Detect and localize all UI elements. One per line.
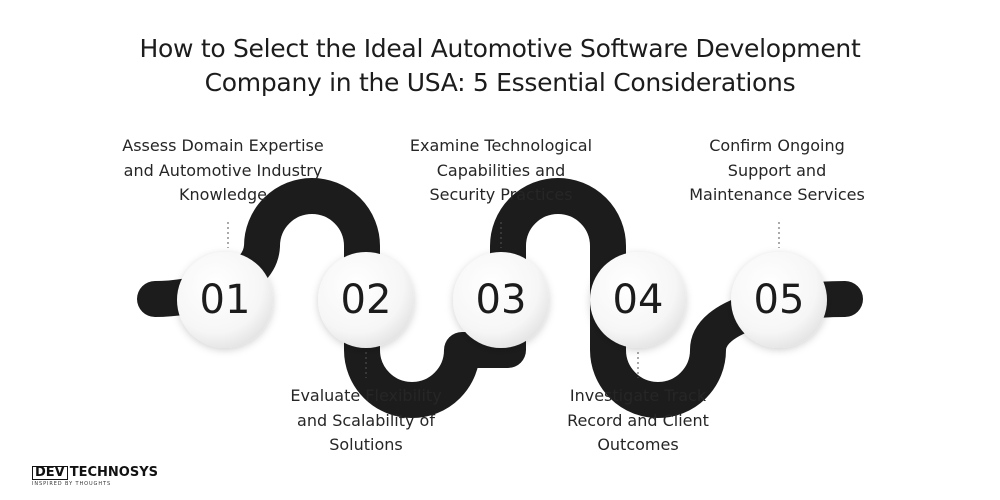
title-line-2: Company in the USA: 5 Essential Consider… [204, 68, 796, 97]
step-circle-04: 04 [590, 252, 686, 348]
step-circle-03: 03 [453, 252, 549, 348]
diagram-title: How to Select the Ideal Automotive Softw… [0, 32, 1000, 100]
step-number-01: 01 [200, 277, 251, 323]
step-circle-05: 05 [731, 252, 827, 348]
logo-tagline: INSPIRED BY THOUGHTS [32, 481, 112, 487]
step-number-05: 05 [754, 277, 805, 323]
step-circle-01: 01 [177, 252, 273, 348]
title-line-1: How to Select the Ideal Automotive Softw… [139, 34, 861, 63]
step-label-05: Confirm Ongoing Support and Maintenance … [689, 136, 865, 204]
step-label-04: Investigate Track Record and Client Outc… [567, 386, 709, 454]
step-number-04: 04 [613, 277, 664, 323]
step-circle-02: 02 [318, 252, 414, 348]
logo-dev-box: DEV [32, 466, 68, 480]
step-label-02: Evaluate Flexibility and Scalability of … [290, 386, 442, 454]
step-label-01: Assess Domain Expertise and Automotive I… [122, 136, 324, 204]
step-label-03: Examine Technological Capabilities and S… [409, 136, 593, 204]
step-number-02: 02 [341, 277, 392, 323]
logo-o-mark: O [118, 465, 130, 480]
step-number-03: 03 [476, 277, 527, 323]
